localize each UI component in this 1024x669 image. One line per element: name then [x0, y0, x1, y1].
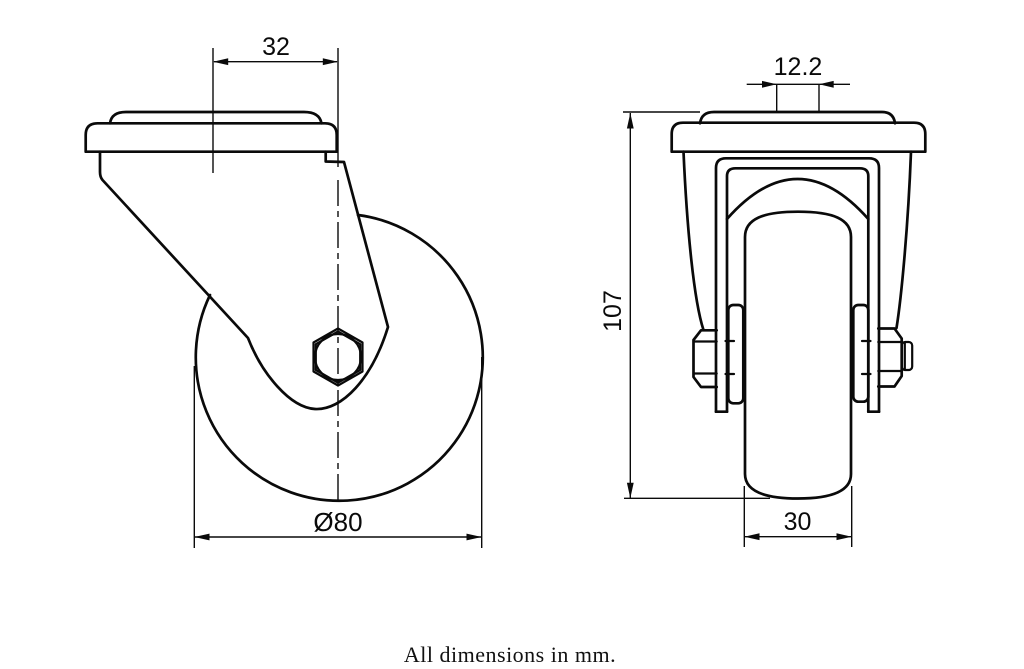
dim-wheel-width: 30 [743, 486, 853, 547]
dim-swivel-offset: 32 [212, 33, 339, 173]
dim107-arrow-top [626, 113, 634, 129]
dim-overall-height: 107 [599, 111, 770, 499]
front-view: 12.2 107 30 [599, 53, 927, 547]
side-view: 32 Ø80 [84, 33, 485, 548]
front-hex-nut-right [876, 327, 914, 388]
dim80-label: Ø80 [313, 507, 362, 537]
front-bolt-stub [900, 340, 914, 372]
dim122-arrow-right [819, 80, 834, 88]
front-mount-plate [670, 121, 927, 154]
front-washer-left [726, 303, 745, 405]
dim122-label: 12.2 [774, 53, 823, 81]
dim32-arrow-left [213, 58, 229, 66]
front-washer-right [851, 303, 870, 404]
dim30-label: 30 [784, 508, 812, 536]
dim122-arrow-left [762, 80, 777, 88]
front-hex-nut-left [692, 328, 719, 389]
front-fork-frame-outer [714, 156, 881, 414]
front-top-cap [698, 110, 897, 125]
front-wheel-crown-arc [725, 177, 870, 221]
front-hex-nut-right-outline [876, 327, 904, 388]
side-wheel-arc [194, 213, 485, 503]
front-fork-frame-inner [725, 166, 870, 414]
front-fork-outer-left [682, 150, 705, 332]
units-note: All dimensions in mm. [404, 642, 616, 667]
side-hex-nut-outer [312, 327, 364, 387]
dim32-label: 32 [262, 33, 290, 61]
dim-bolt-hole: 12.2 [746, 53, 850, 112]
side-top-cap [108, 110, 323, 125]
dim-wheel-diameter: Ø80 [193, 357, 483, 548]
dim107-arrow-bottom [626, 482, 634, 499]
dim30-arrow-left [744, 533, 760, 541]
front-hex-nut-left-outline [692, 328, 719, 389]
front-wheel-outline [743, 210, 853, 500]
dim30-arrow-right [836, 533, 852, 541]
front-fork-outer-right [895, 150, 913, 330]
dim107-label: 107 [599, 290, 627, 332]
dim80-arrow-right [466, 533, 482, 541]
dim80-arrow-left [194, 533, 210, 541]
side-fork [98, 150, 390, 411]
dim32-arrow-right [322, 58, 338, 66]
side-mount-plate [84, 121, 339, 154]
